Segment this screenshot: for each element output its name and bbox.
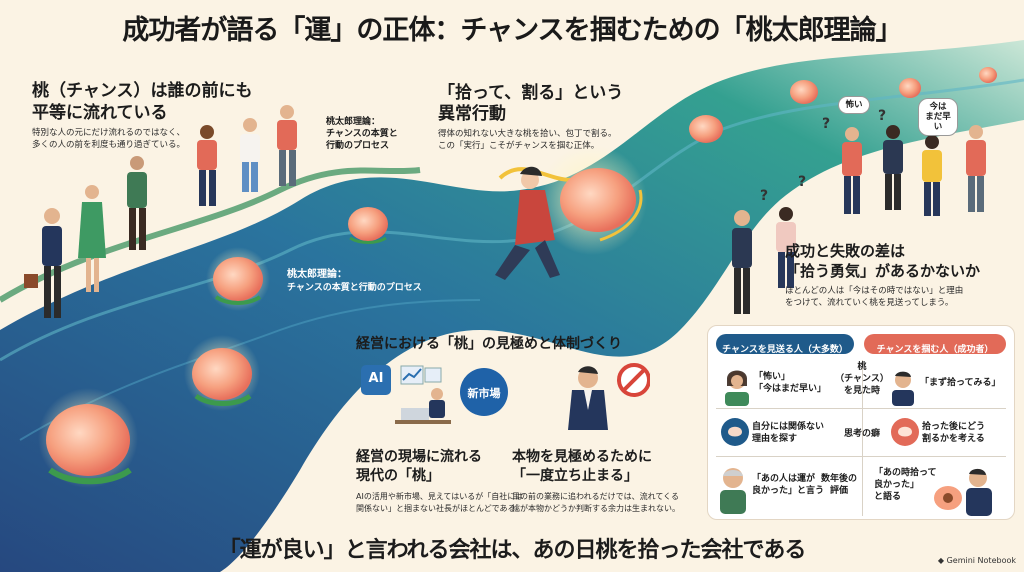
theory-label-river-line1: 桃太郎理論： — [287, 269, 347, 280]
theory-label-river-line2: チャンスの本質と行動のプロセス — [287, 283, 422, 293]
row3-left-line2: 良かった」と言う — [752, 486, 825, 496]
right-heading-line1: 成功と失敗の差は — [785, 242, 906, 260]
brain-icon — [891, 418, 919, 446]
brand-label: ◆ Gemini Notebook — [938, 556, 1016, 565]
center-desc-line1: 得体の知れない大きな桃を拾い、包丁で割る。 — [438, 129, 617, 139]
row1-mid-line1: 桃 — [857, 362, 867, 372]
peach-icon — [979, 67, 997, 83]
peach-icon — [184, 335, 260, 411]
speech-bubble-scary: 怖い — [838, 96, 870, 114]
row2-left-line2: 理由を探す — [752, 434, 798, 444]
row1-left-line2: 「今はまだ早い」 — [754, 384, 827, 394]
peach-icon — [689, 115, 723, 143]
grab-header: チャンスを掴む人（成功者） — [864, 334, 1006, 355]
man-with-peach-icon — [934, 468, 992, 516]
center-heading-line2: 異常行動 — [438, 104, 506, 124]
brain-icon — [721, 418, 749, 446]
worried-woman-icon — [725, 370, 749, 406]
field-heading-line2: 現代の「桃」 — [356, 468, 440, 484]
row2-mid-line1: 思考の癖 — [843, 429, 880, 439]
question-mark-icon: ? — [760, 188, 769, 204]
field-desc-line2: 関係ない」と掴まない社長がほとんどである。 — [356, 504, 524, 513]
speech-bubble-not-yet-line1: 今は — [929, 102, 947, 112]
brand-icon: ◆ — [937, 556, 945, 565]
question-mark-icon: ? — [798, 174, 807, 190]
pass-by-header: チャンスを見送る人（大多数） — [716, 334, 854, 355]
grab-header-label: チャンスを掴む人（成功者） — [876, 345, 994, 355]
row3-left-line1: 「あの人は運が — [752, 474, 816, 484]
new-market-badge: 新市場 — [460, 368, 508, 416]
theory-label-top-line3: 行動のプロセス — [326, 141, 390, 151]
row3-right-line1: 「あの時拾って — [874, 468, 937, 478]
peach-icon — [899, 78, 921, 98]
right-desc-line1: ほとんどの人は「今はその時ではない」と理由 — [785, 286, 964, 296]
stopped-person-illustration — [568, 363, 650, 430]
peach-icon — [38, 388, 138, 488]
left-heading-line2: 平等に流れている — [32, 103, 168, 123]
row1-left-line1: 「怖い」 — [754, 372, 791, 382]
question-mark-icon: ? — [822, 116, 831, 132]
row-divider — [716, 456, 1006, 457]
theory-label-top-line1: 桃太郎理論： — [326, 117, 381, 127]
ai-icon: AI — [361, 365, 391, 395]
peach-icon — [348, 207, 388, 244]
row3-right-line3: と語る — [874, 492, 902, 502]
field-heading-line1: 経営の現場に流れる — [356, 449, 482, 465]
peach-icon — [790, 80, 818, 104]
question-mark-icon: ? — [878, 108, 887, 124]
elderly-man-icon — [720, 468, 746, 514]
speech-bubble-not-yet: 今は まだ早い — [918, 98, 958, 136]
pause-desc-line2: 桃が本物かどうか判断する余力は生まれない。 — [512, 504, 680, 513]
column-divider — [862, 360, 863, 516]
left-heading-line1: 桃（チャンス）は誰の前にも — [32, 81, 253, 101]
management-heading: 経営における「桃」の見極めと体制づくり — [356, 336, 622, 352]
left-desc-line1: 特別な人の元にだけ流れるのではなく、 — [32, 128, 186, 138]
row2-right-line1: 拾った後にどう — [922, 422, 986, 432]
crowd-right-illustration — [732, 125, 986, 314]
right-heading-line2: 「拾う勇気」があるかないか — [785, 262, 981, 280]
center-desc-line2: この「実行」こそがチャンスを掴む正体。 — [438, 141, 600, 151]
pause-desc-line1: 目の前の業務に追われるだけでは、流れてくる — [512, 492, 679, 501]
peach-icon — [206, 247, 270, 311]
row2-left-line1: 自分には関係ない — [752, 422, 825, 432]
right-desc-line2: をつけて、流れていく桃を見送ってしまう。 — [785, 298, 954, 308]
row3-mid-line1: 数年後の — [820, 474, 857, 484]
pause-heading-line1: 本物を見極めるために — [512, 449, 652, 465]
row1-mid-line3: を見た時 — [843, 386, 880, 396]
office-worker-illustration — [395, 365, 451, 424]
center-heading-line1: 「拾って、割る」という — [438, 83, 624, 103]
bottom-tagline: 「運が良い」と言われる会社は、あの日桃を拾った会社である — [218, 538, 807, 563]
field-desc-line1: AIの活用や新市場、見えてはいるが「自社には — [356, 492, 524, 501]
row1-mid-line2: （チャンス） — [835, 374, 889, 384]
row2-right-line2: 割るかを考える — [922, 434, 985, 444]
comparison-table — [707, 325, 1015, 520]
brand-text: Gemini Notebook — [946, 556, 1016, 565]
row3-right-line2: 良かった」 — [874, 480, 920, 490]
pass-by-header-label: チャンスを見送る人（大多数） — [722, 345, 848, 355]
speech-bubble-not-yet-line2: まだ早い — [925, 112, 951, 132]
row3-mid-line2: 評価 — [829, 486, 848, 496]
confident-man-icon — [892, 371, 914, 406]
pause-heading-line2: 「一度立ち止まる」 — [512, 468, 638, 484]
left-desc-line2: 多くの人の前を利度も通り過ぎている。 — [32, 140, 186, 150]
row-divider — [716, 408, 1006, 409]
person-grabbing-peach-illustration — [495, 145, 647, 280]
page-title: 成功者が語る「運」の正体：チャンスを掴むための「桃太郎理論」 — [122, 15, 902, 46]
theory-label-top-line2: チャンスの本質と — [326, 129, 398, 139]
crowd-left-illustration — [24, 105, 297, 318]
row1-right-line1: 「まず拾ってみる」 — [920, 378, 1001, 388]
